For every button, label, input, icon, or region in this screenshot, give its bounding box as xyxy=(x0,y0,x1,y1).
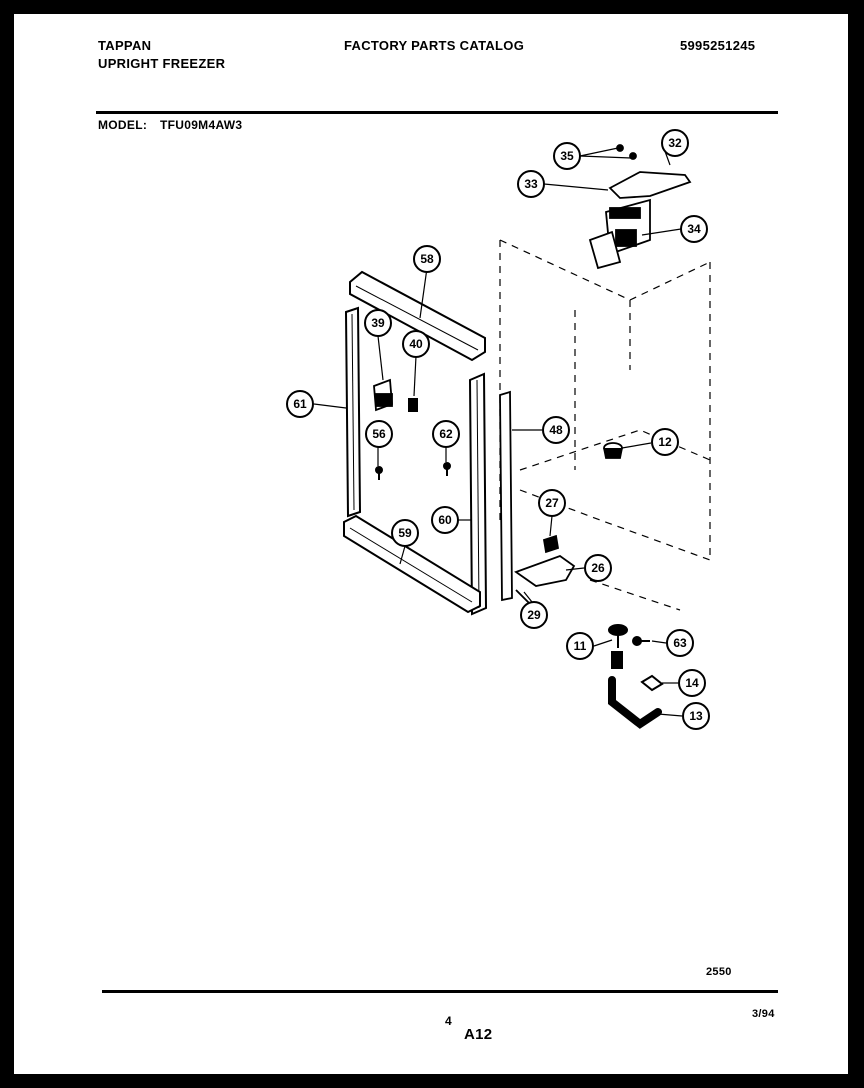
part-wing-nut xyxy=(640,674,664,692)
part-hinge-bracket xyxy=(373,378,393,412)
svg-text:56: 56 xyxy=(372,427,386,441)
brand-name: TAPPAN xyxy=(98,38,152,53)
svg-text:63: 63 xyxy=(673,636,687,650)
callout-14: 14 xyxy=(678,669,706,697)
svg-text:40: 40 xyxy=(409,337,423,351)
callout-62: 62 xyxy=(432,420,460,448)
callout-26: 26 xyxy=(584,554,612,582)
footer-rule xyxy=(102,990,778,993)
catalog-number: 5995251245 xyxy=(680,38,756,53)
svg-text:48: 48 xyxy=(549,423,563,437)
part-top-hinge-assembly xyxy=(588,144,692,270)
callout-39: 39 xyxy=(364,309,392,337)
part-leveling-leg xyxy=(608,676,662,729)
callout-33: 33 xyxy=(517,170,545,198)
part-right-gasket xyxy=(468,372,488,616)
callout-63: 63 xyxy=(666,629,694,657)
part-small-block xyxy=(408,398,418,412)
callout-48: 48 xyxy=(542,416,570,444)
callout-11: 11 xyxy=(566,632,594,660)
part-bolt xyxy=(632,636,650,646)
svg-text:34: 34 xyxy=(687,222,701,236)
callout-32: 32 xyxy=(661,129,689,157)
svg-text:59: 59 xyxy=(398,526,412,540)
part-top-gasket xyxy=(349,270,486,362)
revision-date: 3/94 xyxy=(752,1008,775,1020)
drawing-code: 2550 xyxy=(706,966,732,978)
product-type: UPRIGHT FREEZER xyxy=(98,56,226,71)
callout-29: 29 xyxy=(520,601,548,629)
page-number: 4 xyxy=(445,1014,452,1028)
catalog-title: FACTORY PARTS CATALOG xyxy=(344,38,525,53)
svg-text:14: 14 xyxy=(685,676,699,690)
part-screw-62 xyxy=(443,462,451,476)
leader-lines xyxy=(313,142,683,717)
svg-text:58: 58 xyxy=(420,252,434,266)
paper-page xyxy=(14,14,848,1074)
svg-text:11: 11 xyxy=(574,639,587,653)
callout-56: 56 xyxy=(365,420,393,448)
svg-text:32: 32 xyxy=(668,136,682,150)
model-number: TFU09M4AW3 xyxy=(160,118,243,132)
svg-text:27: 27 xyxy=(545,496,559,510)
svg-text:61: 61 xyxy=(293,397,307,411)
callout-60: 60 xyxy=(431,506,459,534)
header-rule xyxy=(96,111,778,114)
svg-text:13: 13 xyxy=(689,709,703,723)
part-cam xyxy=(542,534,560,554)
callout-12: 12 xyxy=(651,428,679,456)
part-plug xyxy=(603,442,623,459)
model-label: MODEL: xyxy=(98,118,148,132)
svg-text:26: 26 xyxy=(591,561,605,575)
svg-text:62: 62 xyxy=(439,427,453,441)
callout-61: 61 xyxy=(286,390,314,418)
svg-text:35: 35 xyxy=(560,149,574,163)
part-left-gasket xyxy=(344,306,362,518)
callout-27: 27 xyxy=(538,489,566,517)
svg-text:33: 33 xyxy=(524,177,538,191)
callout-34: 34 xyxy=(680,215,708,243)
svg-text:60: 60 xyxy=(438,513,452,527)
part-door-rod xyxy=(499,390,513,602)
part-screw-56 xyxy=(375,466,383,480)
svg-text:29: 29 xyxy=(527,608,541,622)
cabinet-outline xyxy=(499,239,711,611)
part-hinge-screw xyxy=(608,624,628,669)
callout-58: 58 xyxy=(413,245,441,273)
callout-59: 59 xyxy=(391,519,419,547)
part-bottom-gasket xyxy=(343,514,481,614)
callout-40: 40 xyxy=(402,330,430,358)
svg-text:39: 39 xyxy=(371,316,385,330)
callout-13: 13 xyxy=(682,702,710,730)
svg-text:12: 12 xyxy=(658,435,672,449)
callout-35: 35 xyxy=(553,142,581,170)
section-code: A12 xyxy=(464,1026,493,1043)
